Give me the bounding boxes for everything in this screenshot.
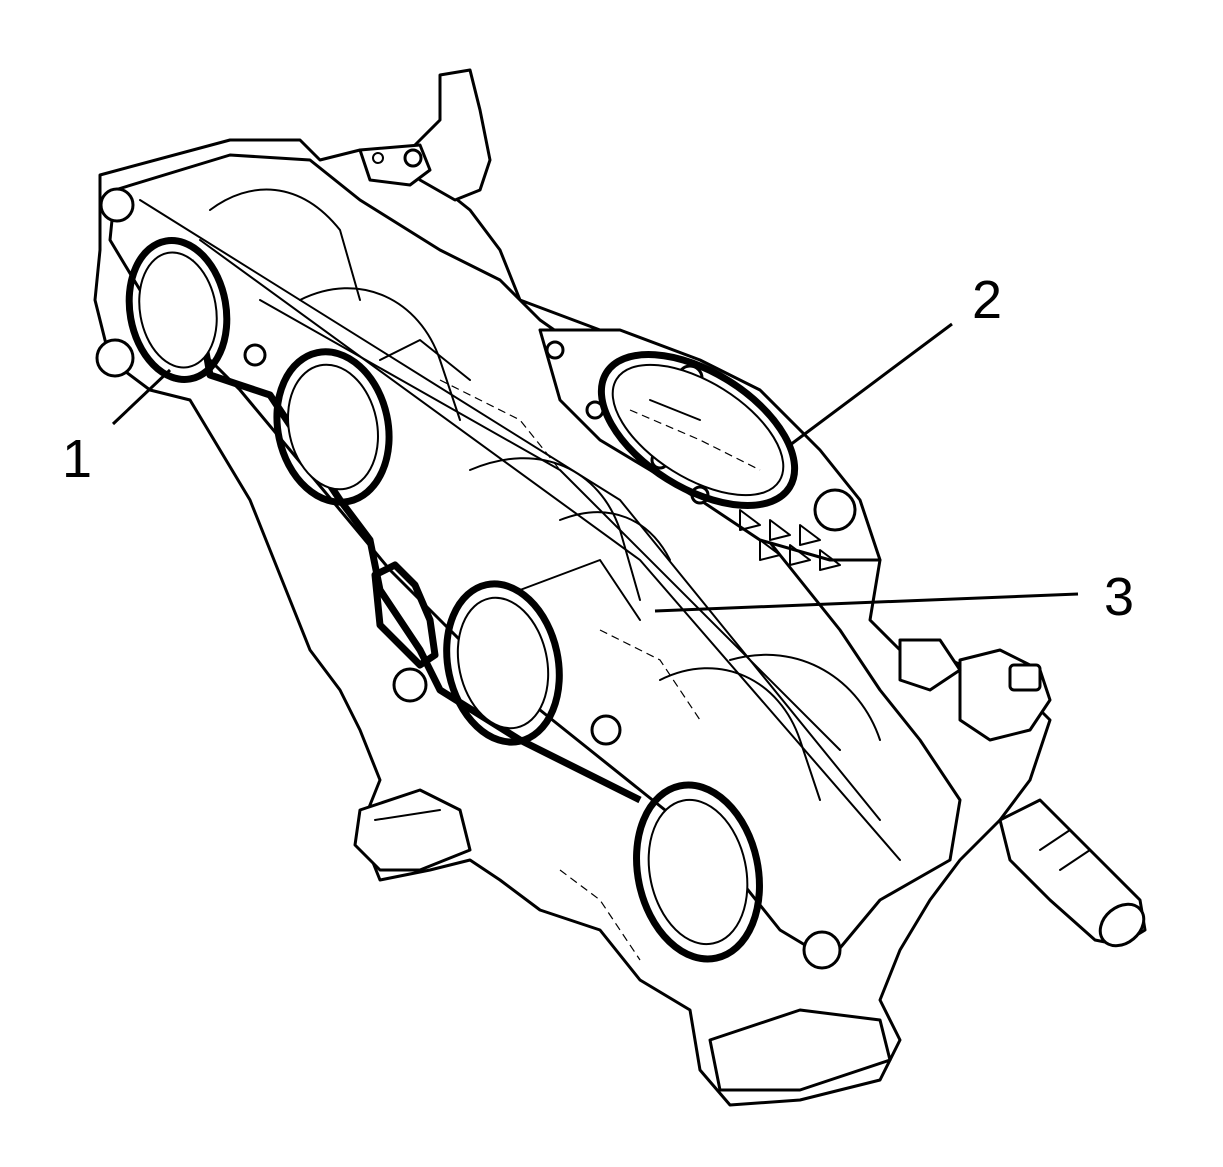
intake-port-gaskets — [125, 237, 763, 963]
leader-line-3 — [654, 592, 1079, 613]
leader-line-1 — [111, 368, 172, 426]
upper-bracket — [358, 68, 492, 202]
sensor-connector — [898, 638, 1052, 742]
callout-2: 2 — [972, 270, 1002, 330]
runners — [209, 188, 881, 961]
callout-3: 3 — [1104, 567, 1134, 627]
lower-bracket — [353, 788, 892, 1092]
manifold-body — [93, 138, 1052, 1107]
throttle-body-gasket — [597, 351, 799, 509]
port-gasket-1 — [125, 237, 231, 383]
callouts: 1 2 3 — [62, 270, 1134, 627]
leader-lines — [111, 322, 1079, 613]
port-gasket-3 — [443, 580, 563, 746]
outlet-tube — [998, 798, 1147, 948]
callout-1: 1 — [62, 429, 92, 489]
leader-line-2 — [789, 322, 953, 447]
bolt-holes — [95, 187, 842, 970]
port-gasket-2 — [273, 348, 393, 506]
port-gasket-4 — [633, 781, 763, 963]
